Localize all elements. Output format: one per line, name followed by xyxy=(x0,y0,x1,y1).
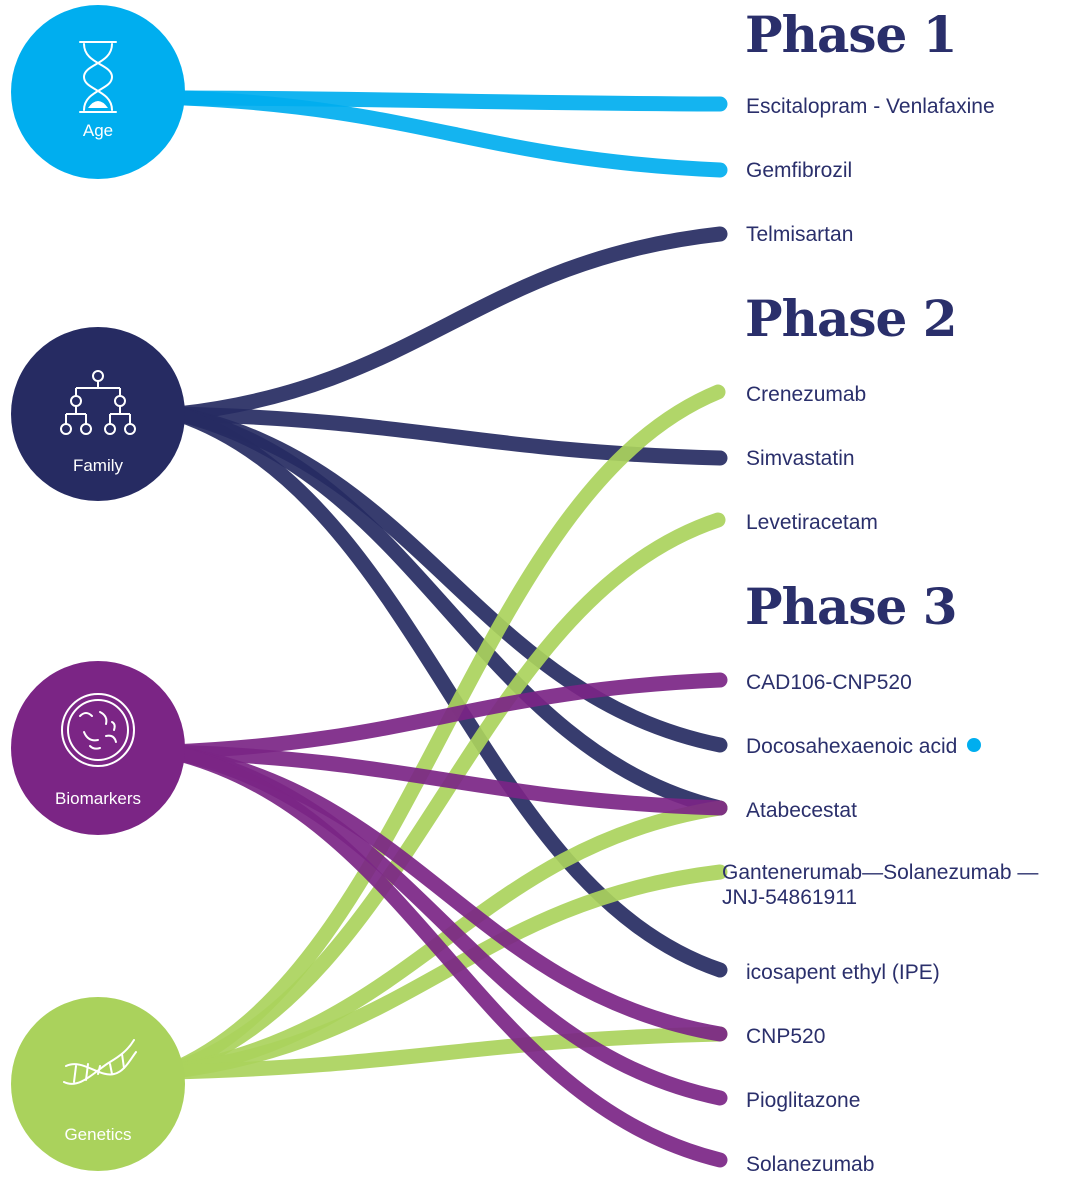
drug-icosapent-ethyl: icosapent ethyl (IPE) xyxy=(746,961,940,984)
drug-telmisartan: Telmisartan xyxy=(746,223,854,246)
drug-solanezumab: Solanezumab xyxy=(746,1153,875,1176)
drug-levetiracetam: Levetiracetam xyxy=(746,511,878,534)
petri-dish-icon xyxy=(61,693,135,767)
node-label-age: Age xyxy=(83,121,113,140)
node-family: Family xyxy=(11,327,185,501)
connection-age-to-gemfibrozil xyxy=(177,90,728,178)
drug-cad106-cnp520: CAD106-CNP520 xyxy=(746,671,912,694)
connection-family-to-atabecestat xyxy=(170,406,728,816)
connection-lines xyxy=(160,90,728,1168)
phase-1-title: Phase 1 xyxy=(745,5,958,64)
drug-escitalopram-venlafaxine: Escitalopram - Venlafaxine xyxy=(746,95,995,118)
drug-docosahexaenoic-acid-row: Docosahexaenoic acid xyxy=(746,734,982,759)
drug-gantenerumab-solanezumab-jnj: Gantenerumab—Solanezumab —JNJ-54861911 xyxy=(722,861,1039,910)
node-genetics: Genetics xyxy=(11,997,185,1171)
connection-family-to-icosapent-ethyl-ipe xyxy=(170,406,728,978)
hourglass-icon xyxy=(79,41,117,113)
drug-docosahexaenoic-acid: Docosahexaenoic acid xyxy=(746,735,958,758)
connection-genetics-to-crenezumab xyxy=(160,384,726,1080)
drug-simvastatin: Simvastatin xyxy=(746,447,855,470)
marker-dot xyxy=(967,738,982,753)
connection-biomarkers-to-atabecestat xyxy=(164,744,728,816)
connection-genetics-to-cnp520 xyxy=(160,1026,728,1080)
phase-2-title: Phase 2 xyxy=(745,289,958,348)
drug-crenezumab: Crenezumab xyxy=(746,383,867,406)
node-label-biomarkers: Biomarkers xyxy=(55,789,141,808)
phase-3-title: Phase 3 xyxy=(745,577,958,636)
family-circle xyxy=(11,327,185,501)
drug-atabecestat: Atabecestat xyxy=(746,799,857,822)
node-biomarkers: Biomarkers xyxy=(11,661,185,835)
node-age: Age xyxy=(11,5,185,179)
dna-icon xyxy=(63,1039,137,1085)
family-tree-icon xyxy=(60,370,136,435)
node-label-family: Family xyxy=(73,456,124,475)
connection-biomarkers-to-cad106-cnp520 xyxy=(164,672,728,760)
drug-gemfibrozil: Gemfibrozil xyxy=(746,159,853,182)
node-label-genetics: Genetics xyxy=(64,1125,131,1144)
drug-cnp520: CNP520 xyxy=(746,1025,826,1048)
drug-pioglitazone: Pioglitazone xyxy=(746,1089,861,1112)
connection-family-to-telmisartan xyxy=(170,226,728,422)
connection-genetics-to-levetiracetam xyxy=(160,512,726,1080)
connection-biomarkers-to-solanezumab xyxy=(164,744,728,1168)
connection-genetics-to-gantenerumab-solanezumab-jnj-54861911 xyxy=(160,864,728,1080)
genetics-circle xyxy=(11,997,185,1171)
